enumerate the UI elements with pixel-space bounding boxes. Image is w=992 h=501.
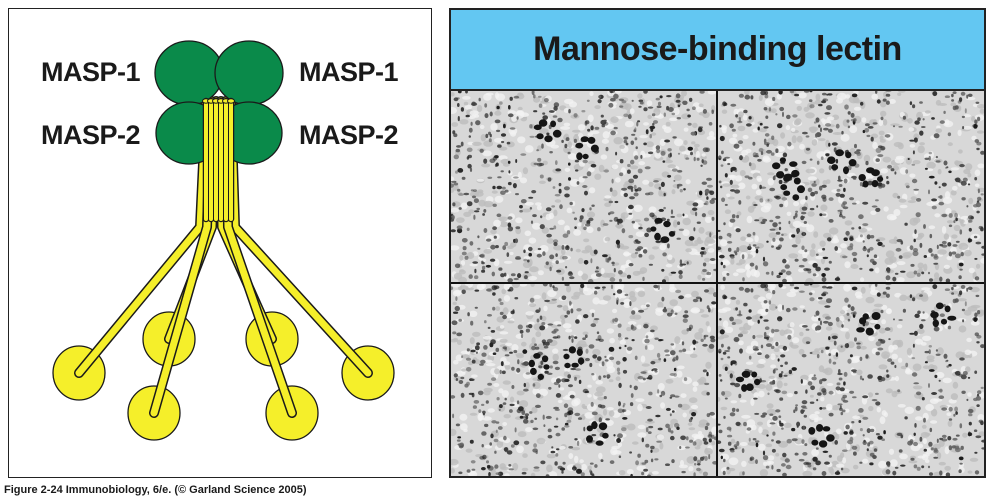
micrograph-top-right	[718, 91, 984, 282]
masp1-right-blob	[214, 40, 284, 106]
bundle-cap-5	[227, 98, 235, 104]
masp2-right-label: MASP-2	[299, 120, 399, 150]
micrograph-texture	[718, 284, 984, 476]
micrograph-title-bar: Mannose-binding lectin	[451, 10, 984, 91]
grid-divider-horizontal	[451, 282, 984, 284]
figure-caption: Figure 2-24 Immunobiology, 6/e. (© Garla…	[4, 484, 307, 496]
mbl-schematic-panel: MASP-1 MASP-1 MASP-2 MASP-2	[8, 8, 432, 478]
masp1-left-label: MASP-1	[41, 57, 141, 87]
mbl-schematic-drawing	[52, 40, 395, 441]
micrograph-texture	[718, 91, 984, 282]
masp2-left-label: MASP-2	[41, 120, 141, 150]
micrograph-bottom-left	[451, 284, 716, 476]
micrograph-texture	[451, 284, 716, 476]
micrograph-bottom-right	[718, 284, 984, 476]
micrograph-grid	[451, 91, 984, 476]
masp1-right-label: MASP-1	[299, 57, 399, 87]
micrograph-title: Mannose-binding lectin	[533, 30, 902, 68]
micrograph-top-left	[451, 91, 716, 282]
masp-proteases	[154, 40, 284, 223]
carbohydrate-recognition-heads	[52, 311, 395, 441]
micrograph-texture	[451, 91, 716, 282]
electron-micrograph-panel: Mannose-binding lectin	[449, 8, 986, 478]
masp1-left-blob	[154, 40, 224, 106]
